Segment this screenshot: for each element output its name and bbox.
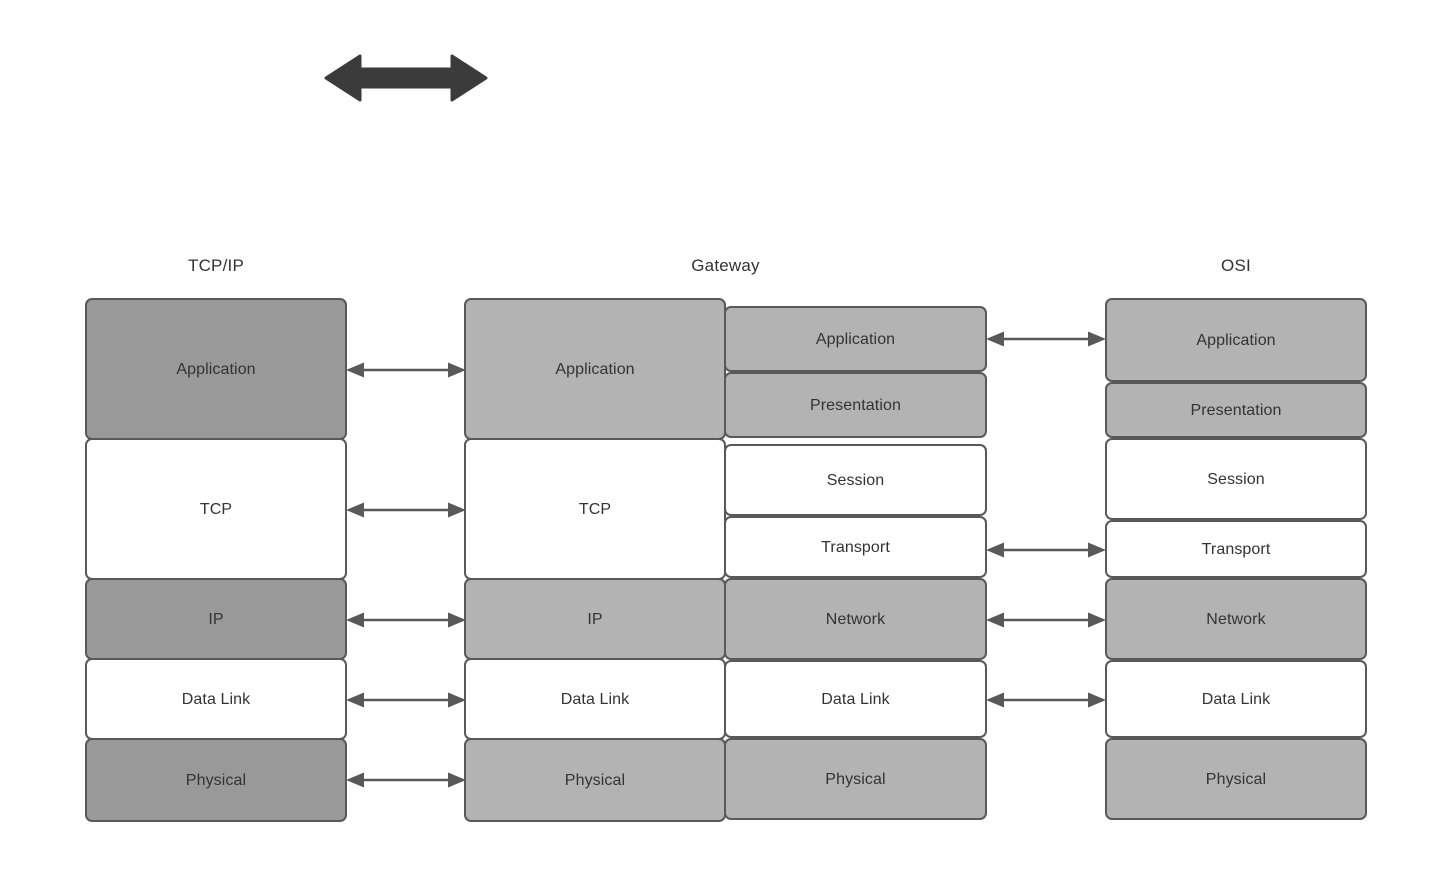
tcpip-layer-ip[interactable]: IP <box>85 578 347 660</box>
column-title-gateway: Gateway <box>691 256 760 275</box>
column-title-osi: OSI <box>1221 256 1251 275</box>
osi-layer-network[interactable]: Network <box>1105 578 1367 660</box>
connector-gateway-osi-data-link <box>986 692 1106 708</box>
osi-layer-session[interactable]: Session <box>1105 438 1367 520</box>
connector-tcpip-gateway-physical <box>346 772 466 788</box>
connector-gateway-osi-application <box>986 331 1106 347</box>
osi-layer-data-link[interactable]: Data Link <box>1105 660 1367 738</box>
gateway-right-layer-presentation[interactable]: Presentation <box>724 372 987 438</box>
connector-tcpip-gateway-ip <box>346 612 466 628</box>
osi-layer-transport[interactable]: Transport <box>1105 520 1367 578</box>
connector-tcpip-gateway-tcp <box>346 502 466 518</box>
gateway-left-layer-data-link[interactable]: Data Link <box>464 658 726 740</box>
osi-layer-physical[interactable]: Physical <box>1105 738 1367 820</box>
connector-gateway-osi-transport <box>986 542 1106 558</box>
connector-tcpip-gateway-data-link <box>346 692 466 708</box>
gateway-left-layer-ip[interactable]: IP <box>464 578 726 660</box>
connector-tcpip-gateway-application <box>346 362 466 378</box>
gateway-right-layer-session[interactable]: Session <box>724 444 987 516</box>
gateway-right-layer-physical[interactable]: Physical <box>724 738 987 820</box>
gateway-left-layer-application[interactable]: Application <box>464 298 726 440</box>
bidirectional-arrow-icon <box>324 54 488 102</box>
gateway-right-layer-network[interactable]: Network <box>724 578 987 660</box>
tcpip-layer-physical[interactable]: Physical <box>85 738 347 822</box>
osi-layer-application[interactable]: Application <box>1105 298 1367 382</box>
gateway-right-layer-data-link[interactable]: Data Link <box>724 660 987 738</box>
connector-gateway-osi-network <box>986 612 1106 628</box>
tcpip-layer-application[interactable]: Application <box>85 298 347 440</box>
gateway-right-layer-application[interactable]: Application <box>724 306 987 372</box>
gateway-left-layer-physical[interactable]: Physical <box>464 738 726 822</box>
tcpip-layer-tcp[interactable]: TCP <box>85 438 347 580</box>
gateway-left-layer-tcp[interactable]: TCP <box>464 438 726 580</box>
tcpip-layer-data-link[interactable]: Data Link <box>85 658 347 740</box>
gateway-right-layer-transport[interactable]: Transport <box>724 516 987 578</box>
column-title-tcpip: TCP/IP <box>188 256 244 275</box>
osi-layer-presentation[interactable]: Presentation <box>1105 382 1367 438</box>
